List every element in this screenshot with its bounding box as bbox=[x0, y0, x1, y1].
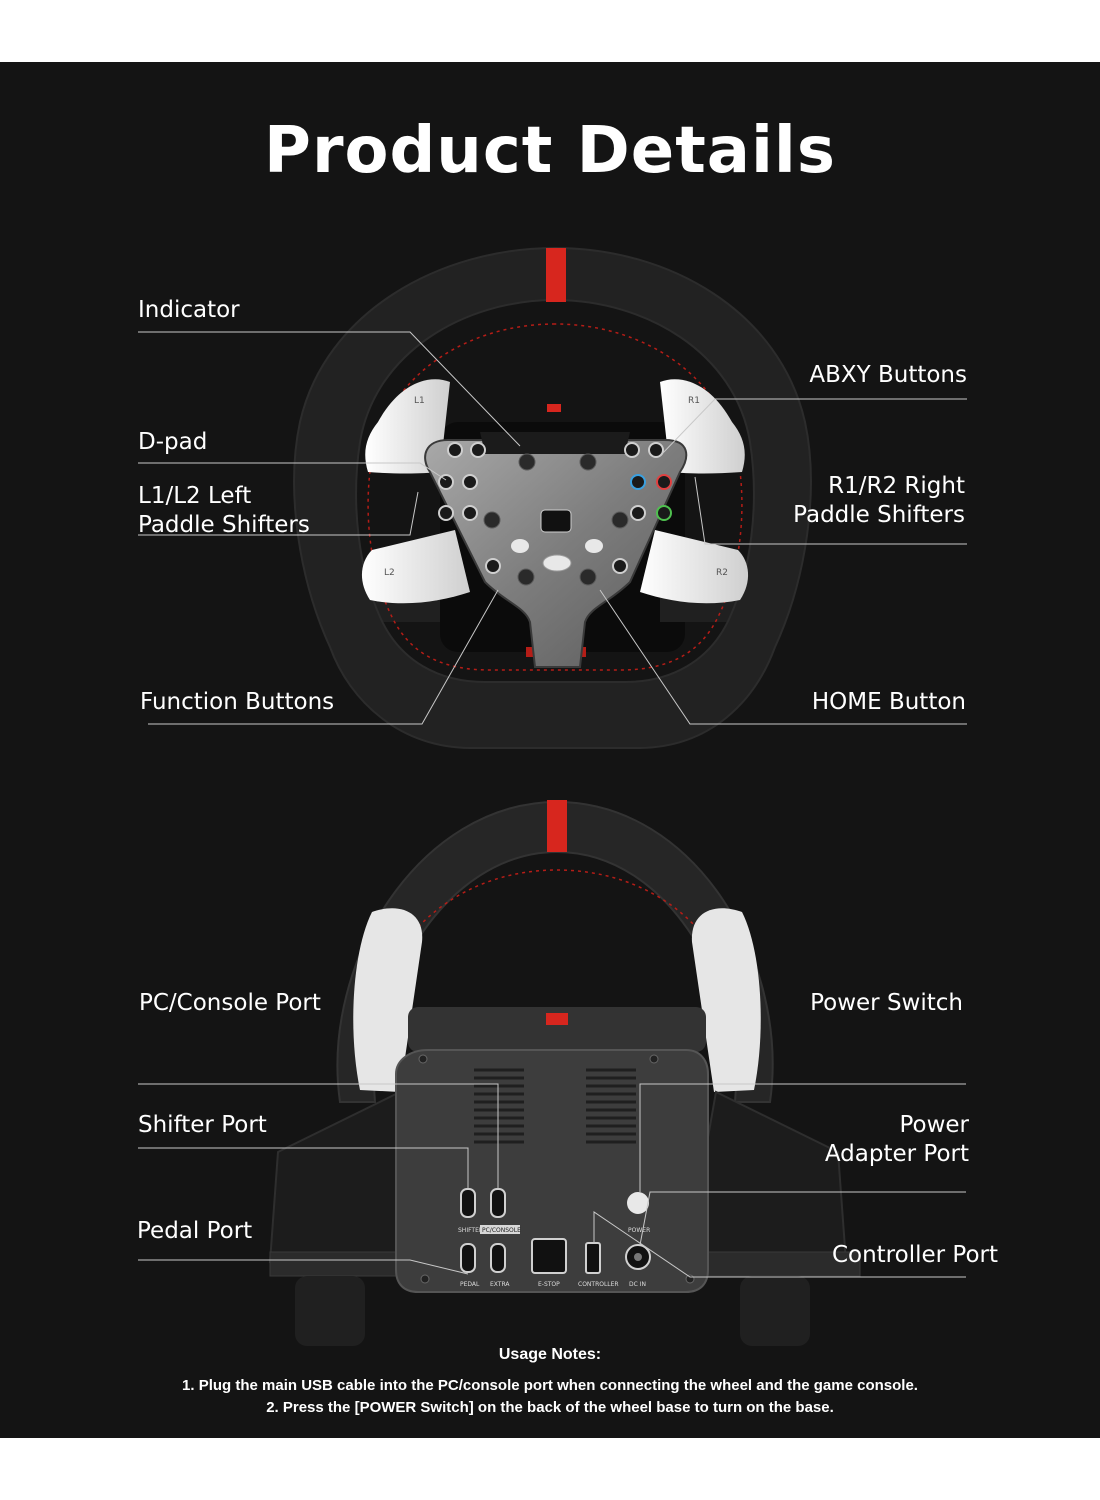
label-function-buttons: Function Buttons bbox=[140, 689, 335, 715]
pc-console-mark-bg bbox=[480, 1225, 520, 1234]
plate-inner-cutout bbox=[480, 432, 630, 454]
wheel-leader-lines bbox=[138, 331, 967, 725]
paddle-mark-l1: L1 bbox=[414, 396, 425, 406]
paddle-mark-r1: R1 bbox=[688, 396, 700, 406]
pedal-port[interactable] bbox=[460, 1243, 476, 1273]
wheel-rim bbox=[293, 246, 812, 749]
label-pedal-port: Pedal Port bbox=[137, 1218, 253, 1244]
port-mark-pc-console: PC/CONSOLE bbox=[482, 1227, 521, 1234]
label-power-switch: Power Switch bbox=[810, 990, 963, 1016]
paddle-mark-l2: L2 bbox=[384, 568, 395, 578]
left-paddle-l2[interactable] bbox=[361, 530, 470, 604]
rear-top-red-stripe bbox=[547, 800, 567, 852]
port-mark-estop: E-STOP bbox=[538, 1281, 560, 1288]
port-mark-pedal: PEDAL bbox=[460, 1281, 480, 1288]
label-shifter-port: Shifter Port bbox=[138, 1112, 267, 1138]
port-mark-extra: EXTRA bbox=[490, 1281, 510, 1288]
brand-logo-badge bbox=[540, 509, 572, 533]
controller-port[interactable] bbox=[585, 1242, 601, 1274]
right-paddle-r2[interactable] bbox=[640, 530, 749, 604]
usage-notes-heading: Usage Notes: bbox=[498, 1346, 602, 1363]
port-mark-controller: CONTROLLER bbox=[578, 1281, 619, 1288]
mount-clamp bbox=[268, 1090, 861, 1346]
rear-rim bbox=[336, 800, 774, 1103]
shifter-port[interactable] bbox=[460, 1188, 476, 1218]
port-mark-power: POWER bbox=[628, 1227, 650, 1234]
label-right-paddle-shifters: R1/R2 Right Paddle Shifters bbox=[793, 473, 965, 528]
rear-vents bbox=[474, 1068, 636, 1144]
pc-console-port[interactable] bbox=[490, 1188, 506, 1218]
label-abxy-buttons: ABXY Buttons bbox=[809, 362, 967, 388]
estop-port[interactable] bbox=[531, 1238, 567, 1274]
port-mark-shifter: SHIFTER bbox=[458, 1227, 483, 1234]
top-center-red-stripe bbox=[546, 248, 566, 302]
abxy-buttons[interactable] bbox=[624, 442, 672, 521]
usage-note-2: 2. Press the [POWER Switch] on the back … bbox=[266, 1399, 834, 1416]
base-leader-lines bbox=[138, 1083, 966, 1278]
base-rear-illustration: SHIFTER PC/CONSOLE POWER PEDAL EXTRA E-S… bbox=[138, 800, 966, 1346]
button-plate bbox=[424, 439, 688, 668]
label-controller-port: Controller Port bbox=[831, 1242, 998, 1268]
rear-right-paddle bbox=[691, 908, 761, 1092]
plate-screws bbox=[483, 453, 629, 586]
wheel-front-illustration: L1 L2 R1 R2 bbox=[138, 246, 967, 749]
indicator-led bbox=[547, 404, 561, 412]
page-title: Product Details bbox=[264, 114, 836, 188]
usage-note-1: 1. Plug the main USB cable into the PC/c… bbox=[182, 1377, 918, 1394]
product-details-panel: Product Details bbox=[0, 62, 1100, 1438]
base-housing-top bbox=[408, 1007, 706, 1052]
rear-left-paddle bbox=[353, 908, 423, 1092]
label-left-paddle-shifters: L1/L2 Left Paddle Shifters bbox=[138, 483, 310, 538]
rear-screws bbox=[418, 1054, 695, 1284]
usage-notes: Usage Notes: 1. Plug the main USB cable … bbox=[0, 1344, 1100, 1419]
home-button[interactable] bbox=[542, 554, 572, 572]
extra-port[interactable] bbox=[490, 1243, 506, 1273]
function-buttons[interactable] bbox=[485, 539, 628, 574]
label-power-adapter-port: Power Adapter Port bbox=[824, 1112, 969, 1167]
power-switch[interactable] bbox=[627, 1192, 649, 1214]
dpad-buttons[interactable] bbox=[438, 442, 486, 521]
port-mark-dc-in: DC IN bbox=[629, 1281, 646, 1288]
dc-in-pin bbox=[634, 1253, 642, 1261]
label-home-button: HOME Button bbox=[811, 689, 966, 715]
label-dpad: D-pad bbox=[138, 429, 208, 455]
label-pc-console-port: PC/Console Port bbox=[139, 990, 321, 1016]
rear-indicator-led bbox=[546, 1013, 568, 1025]
paddle-mark-r2: R2 bbox=[716, 568, 728, 578]
label-indicator: Indicator bbox=[138, 297, 240, 323]
